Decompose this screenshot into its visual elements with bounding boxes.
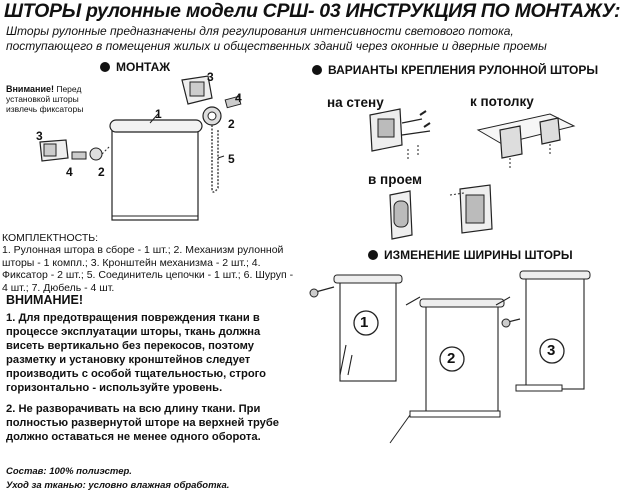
wall-mount-illustration: [369, 108, 431, 161]
step-circle-3: [539, 338, 565, 364]
bullet-icon: [312, 65, 322, 75]
opening-mount-illustration: [389, 184, 493, 240]
step-number-3: 3: [547, 342, 556, 359]
step-circle-1: [353, 310, 379, 336]
bullet-icon: [100, 62, 110, 72]
part-number-2-left: 2: [98, 165, 105, 179]
step-number-1: 1: [360, 314, 369, 331]
attention-paragraph-2: 2. Не разворачивать на всю длину ткани. …: [6, 403, 279, 443]
chain: [211, 125, 219, 193]
attention-paragraph-1: 1. Для предотвращения повреждения ткани …: [6, 312, 266, 394]
page-subtitle: Шторы рулонные предназначены для регулир…: [6, 24, 547, 53]
label-ceiling: к потолку: [470, 94, 534, 109]
width-change-heading: ИЗМЕНЕНИЕ ШИРИНЫ ШТОРЫ: [368, 248, 573, 262]
fixator-left: [71, 151, 87, 160]
part-number-4-left: 4: [66, 165, 73, 179]
step-number-2: 2: [447, 350, 456, 367]
part-number-4: 4: [235, 91, 242, 105]
kit-heading: КОМПЛЕКТНОСТЬ:: [2, 232, 99, 244]
care-note: Уход за тканью: условно влажная обработк…: [6, 480, 230, 491]
montage-illustration: [39, 75, 242, 221]
label-opening: в проем: [368, 172, 423, 187]
roller-tube: [109, 119, 203, 133]
step-circle-2: [439, 346, 465, 372]
part-number-3-left: 3: [36, 129, 43, 143]
ceiling-mount-illustration: [476, 113, 576, 168]
warning-bold: Внимание!: [6, 84, 54, 94]
label-wall: на стену: [327, 95, 384, 110]
end-cap-left: [89, 147, 103, 161]
mounting-variants-heading: ВАРИАНТЫ КРЕПЛЕНИЯ РУЛОННОЙ ШТОРЫ: [312, 63, 598, 77]
montage-heading: МОНТАЖ: [100, 60, 170, 74]
bullet-icon: [368, 250, 378, 260]
kit-text: 1. Рулонная штора в сборе - 1 шт.; 2. Ме…: [2, 244, 294, 294]
page-title: ШТОРЫ рулонные модели СРШ- 03 ИНСТРУКЦИЯ…: [4, 0, 620, 22]
part-number-3: 3: [207, 70, 214, 84]
montage-warning: Внимание! Перед установкой шторы извлечь…: [6, 84, 92, 114]
warning-text: Перед установкой шторы извлечь фиксаторы: [6, 84, 84, 114]
blind-fabric: [111, 129, 199, 221]
attention-heading: ВНИМАНИЕ!: [6, 293, 83, 307]
part-number-2: 2: [228, 117, 235, 131]
width-change-illustration: [309, 270, 591, 444]
part-number-1: 1: [155, 107, 162, 121]
fixator-right: [224, 95, 242, 109]
part-number-5: 5: [228, 152, 235, 166]
composition-note: Состав: 100% полиэстер.: [6, 466, 132, 477]
